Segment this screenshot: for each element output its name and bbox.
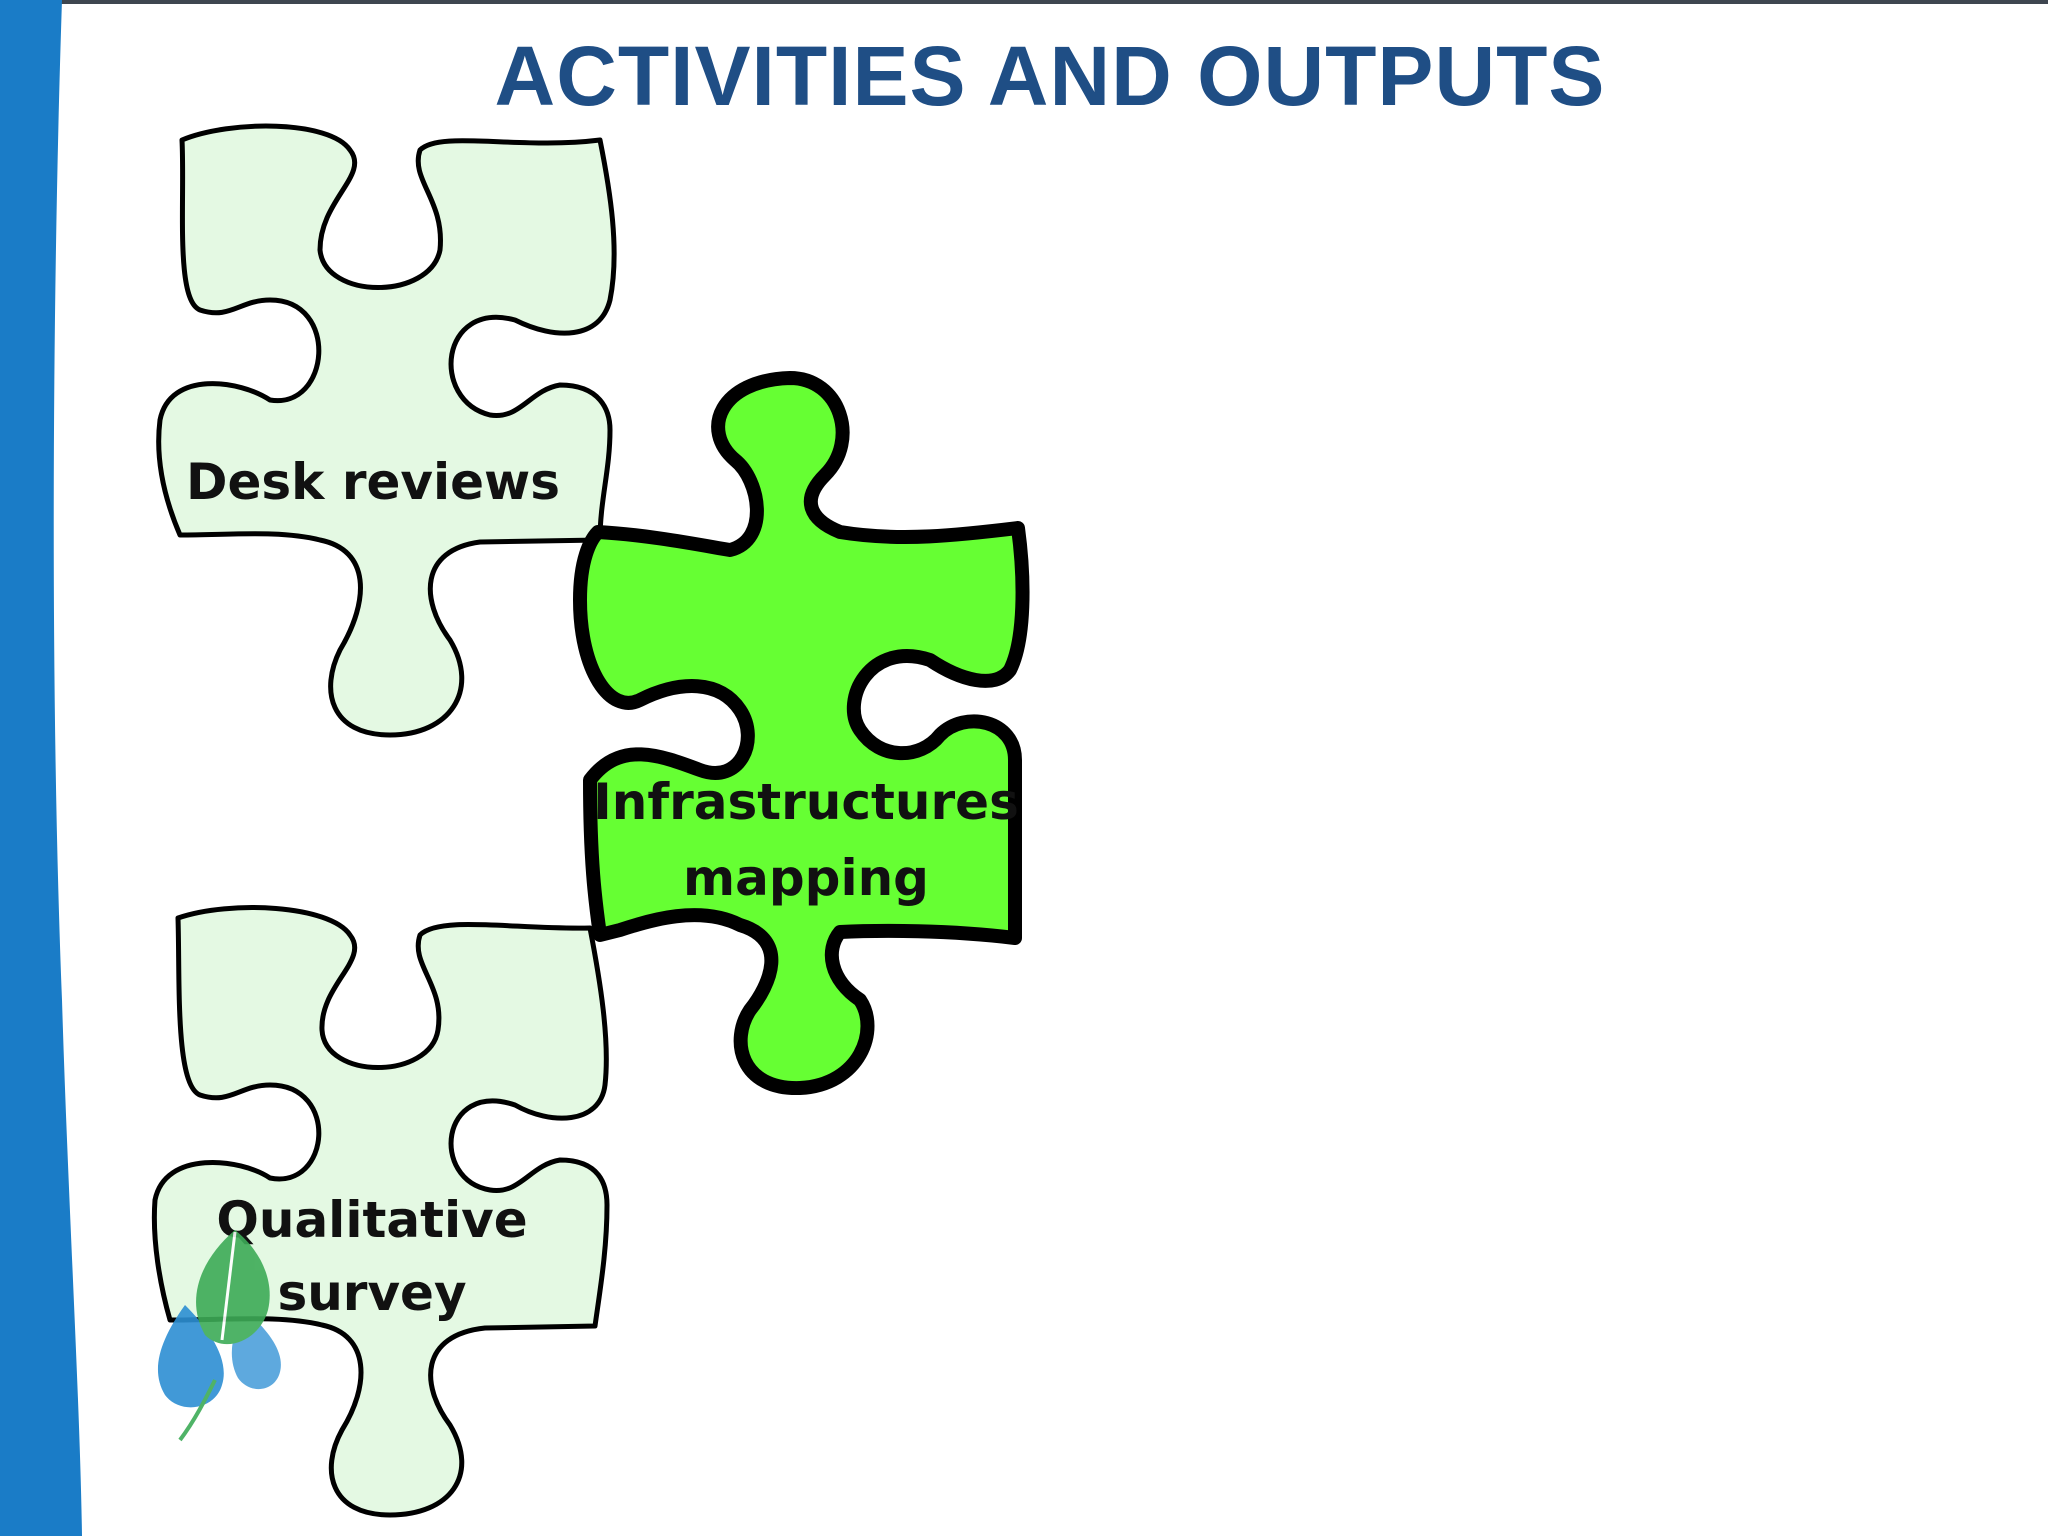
page-title: ACTIVITIES AND OUTPUTS xyxy=(494,29,1606,123)
puzzle-piece-infrastructures-mapping: Infrastructures mapping xyxy=(573,371,1030,1096)
piece-label-qualitative-survey-line1: Qualitative xyxy=(216,1191,527,1249)
piece-label-qualitative-survey-line2: survey xyxy=(277,1264,466,1322)
water-drop-leaf-icon xyxy=(157,1230,281,1442)
puzzle-piece-desk-reviews: Desk reviews xyxy=(156,123,617,738)
piece-label-desk-reviews: Desk reviews xyxy=(186,453,560,511)
piece-label-infrastructures-mapping-line2: mapping xyxy=(683,849,929,907)
top-rule xyxy=(0,0,2048,4)
side-band xyxy=(0,0,82,1536)
piece-label-infrastructures-mapping-line1: Infrastructures xyxy=(593,773,1019,831)
puzzle-piece-qualitative-survey: Qualitative survey xyxy=(151,905,610,1518)
